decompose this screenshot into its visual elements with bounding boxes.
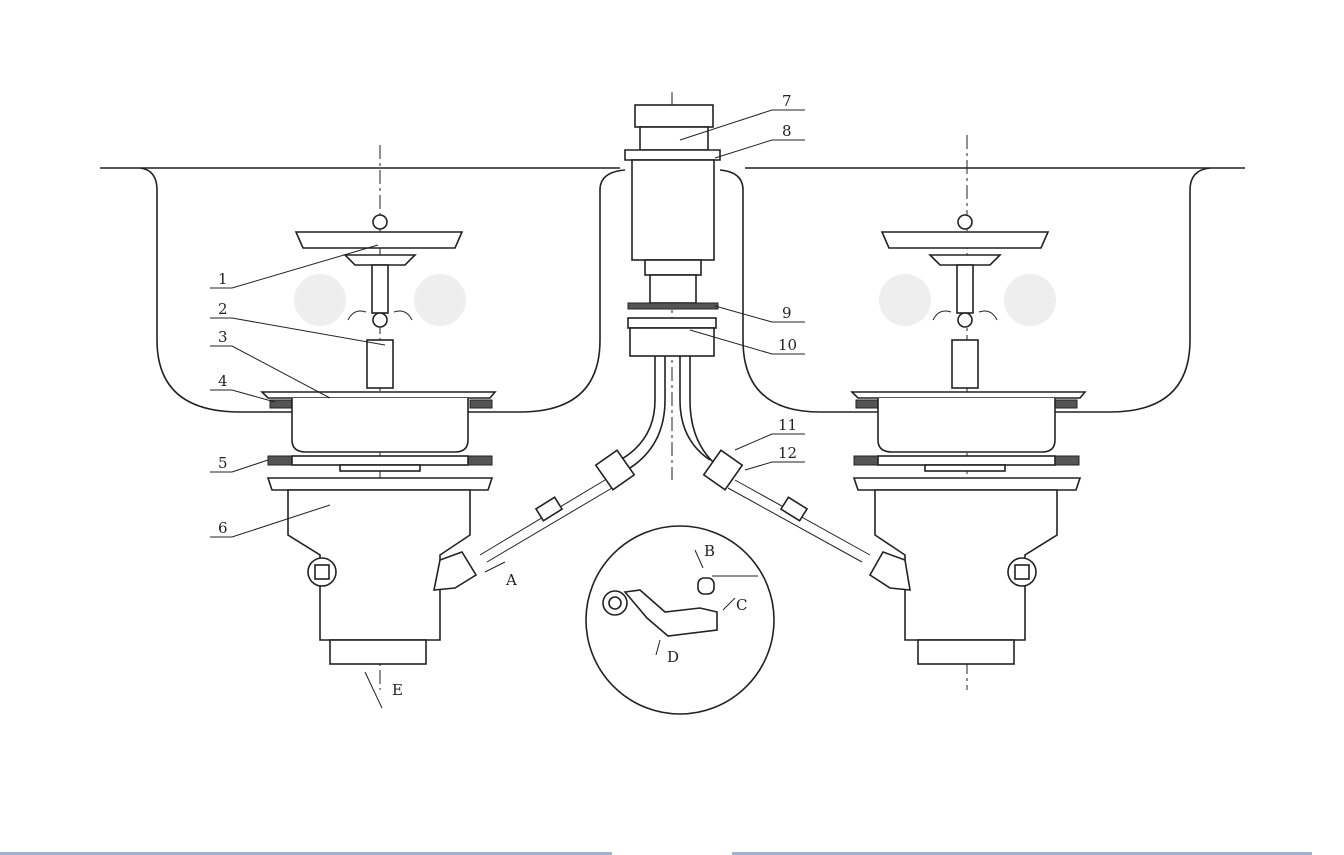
detail-label-a: A (505, 571, 517, 589)
part-label-9: 9 (782, 304, 792, 322)
part-label-7: 7 (782, 92, 792, 110)
leader-lines (210, 109, 805, 538)
central-pop-up-assembly (479, 92, 871, 573)
left-drain-assembly (260, 145, 497, 709)
detail-label-b: B (704, 542, 715, 560)
part-label-6: 6 (218, 519, 228, 537)
detail-label-e: E (392, 681, 403, 699)
part-label-10: 10 (778, 336, 797, 354)
part-label-3: 3 (218, 328, 228, 346)
part-label-12: 12 (778, 444, 797, 462)
detail-view-circle (585, 525, 775, 715)
part-label-5: 5 (218, 454, 228, 472)
part-label-8: 8 (782, 122, 792, 140)
part-label-1: 1 (218, 270, 228, 288)
bottom-edge-bar (732, 852, 1312, 855)
right-drain-assembly (850, 135, 1087, 690)
part-label-11: 11 (778, 416, 797, 434)
detail-label-d: D (667, 648, 679, 666)
bottom-edge-bar (0, 852, 612, 855)
detail-label-c: C (736, 596, 747, 614)
part-label-4: 4 (218, 372, 228, 390)
part-label-2: 2 (218, 300, 228, 318)
